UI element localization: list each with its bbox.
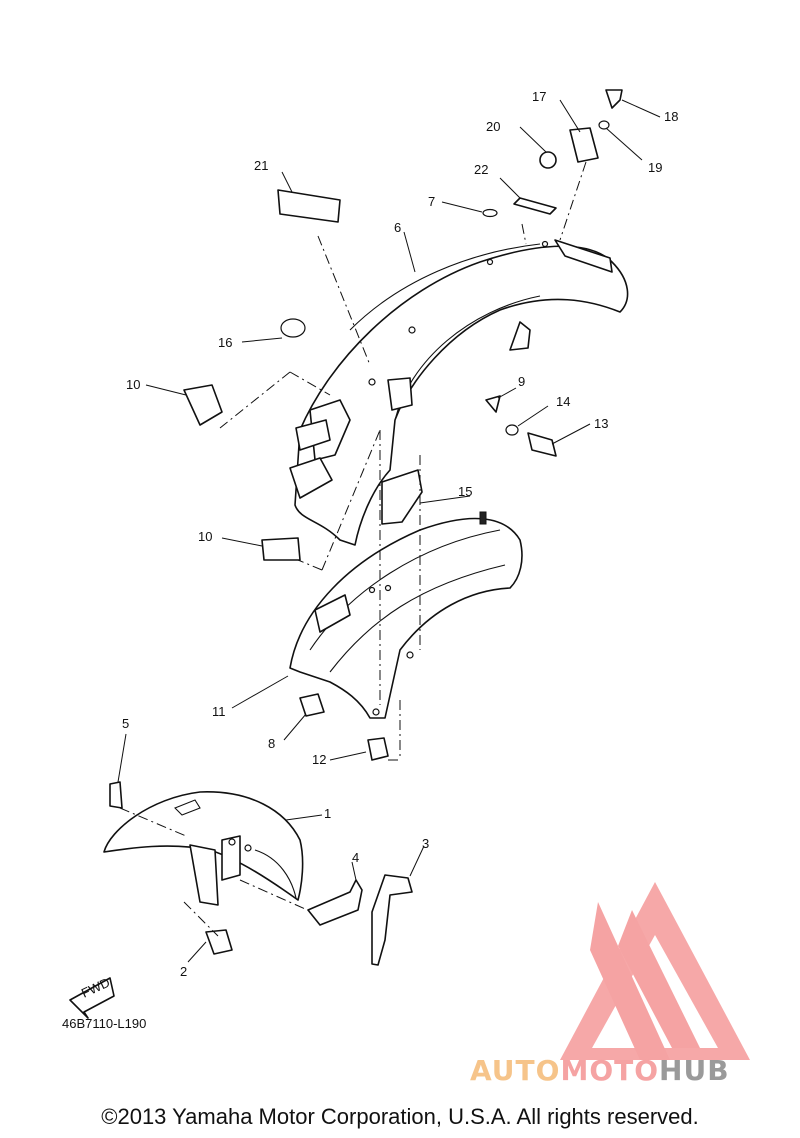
- callout-17: 19: [648, 160, 662, 175]
- callout-14: 12: [312, 752, 326, 767]
- assembly-lines: [119, 161, 587, 937]
- callout-8: 8: [268, 736, 275, 751]
- callout-9: 9: [518, 374, 525, 389]
- callout-11: 11: [212, 704, 226, 719]
- callout-5: 5: [122, 716, 129, 731]
- fender-stay: [307, 879, 363, 926]
- callout-10b: 10: [198, 529, 212, 544]
- callout-2: 2: [180, 964, 187, 979]
- watermark-auto: AUTO: [470, 1054, 561, 1087]
- callout-16: 18: [664, 109, 678, 124]
- hardware-set: [109, 89, 623, 955]
- mud-flap: [381, 469, 423, 525]
- callout-13: 14: [556, 394, 570, 409]
- front-fender: [103, 791, 304, 906]
- watermark-wordmark: AUTOMOTOHUB: [470, 1054, 730, 1087]
- callout-4: 4: [352, 850, 359, 865]
- watermark-hub: HUB: [659, 1054, 730, 1087]
- callout-10a: 10: [126, 377, 140, 392]
- callouts: 17 18 19 20 22 7 21 6 16 10 9 14 13 15 1…: [122, 89, 678, 979]
- callout-21: 21: [254, 158, 268, 173]
- leader-lines: [117, 99, 661, 963]
- copyright-notice: ©2013 Yamaha Motor Corporation, U.S.A. A…: [101, 1104, 699, 1129]
- inner-fender: [289, 511, 523, 719]
- callout-1: 1: [324, 806, 331, 821]
- callout-18: 20: [486, 119, 500, 134]
- callout-15: 17: [532, 89, 546, 104]
- callout-3: 3: [422, 836, 429, 851]
- callout-12: 13: [594, 416, 608, 431]
- callout-7: 7: [428, 194, 435, 209]
- fwd-arrow-icon: [69, 977, 115, 1019]
- watermark-moto: MOTO: [560, 1054, 660, 1087]
- callout-22: 22: [474, 162, 488, 177]
- rear-fender: [294, 239, 629, 546]
- watermark-logo-icon: [560, 882, 750, 1060]
- brake-hose-bracket: [371, 874, 413, 966]
- callout-20: 15: [458, 484, 472, 499]
- part-diagram-code: 46B7110-L190: [62, 1016, 147, 1031]
- callout-6: 6: [394, 220, 401, 235]
- callout-19: 16: [218, 335, 232, 350]
